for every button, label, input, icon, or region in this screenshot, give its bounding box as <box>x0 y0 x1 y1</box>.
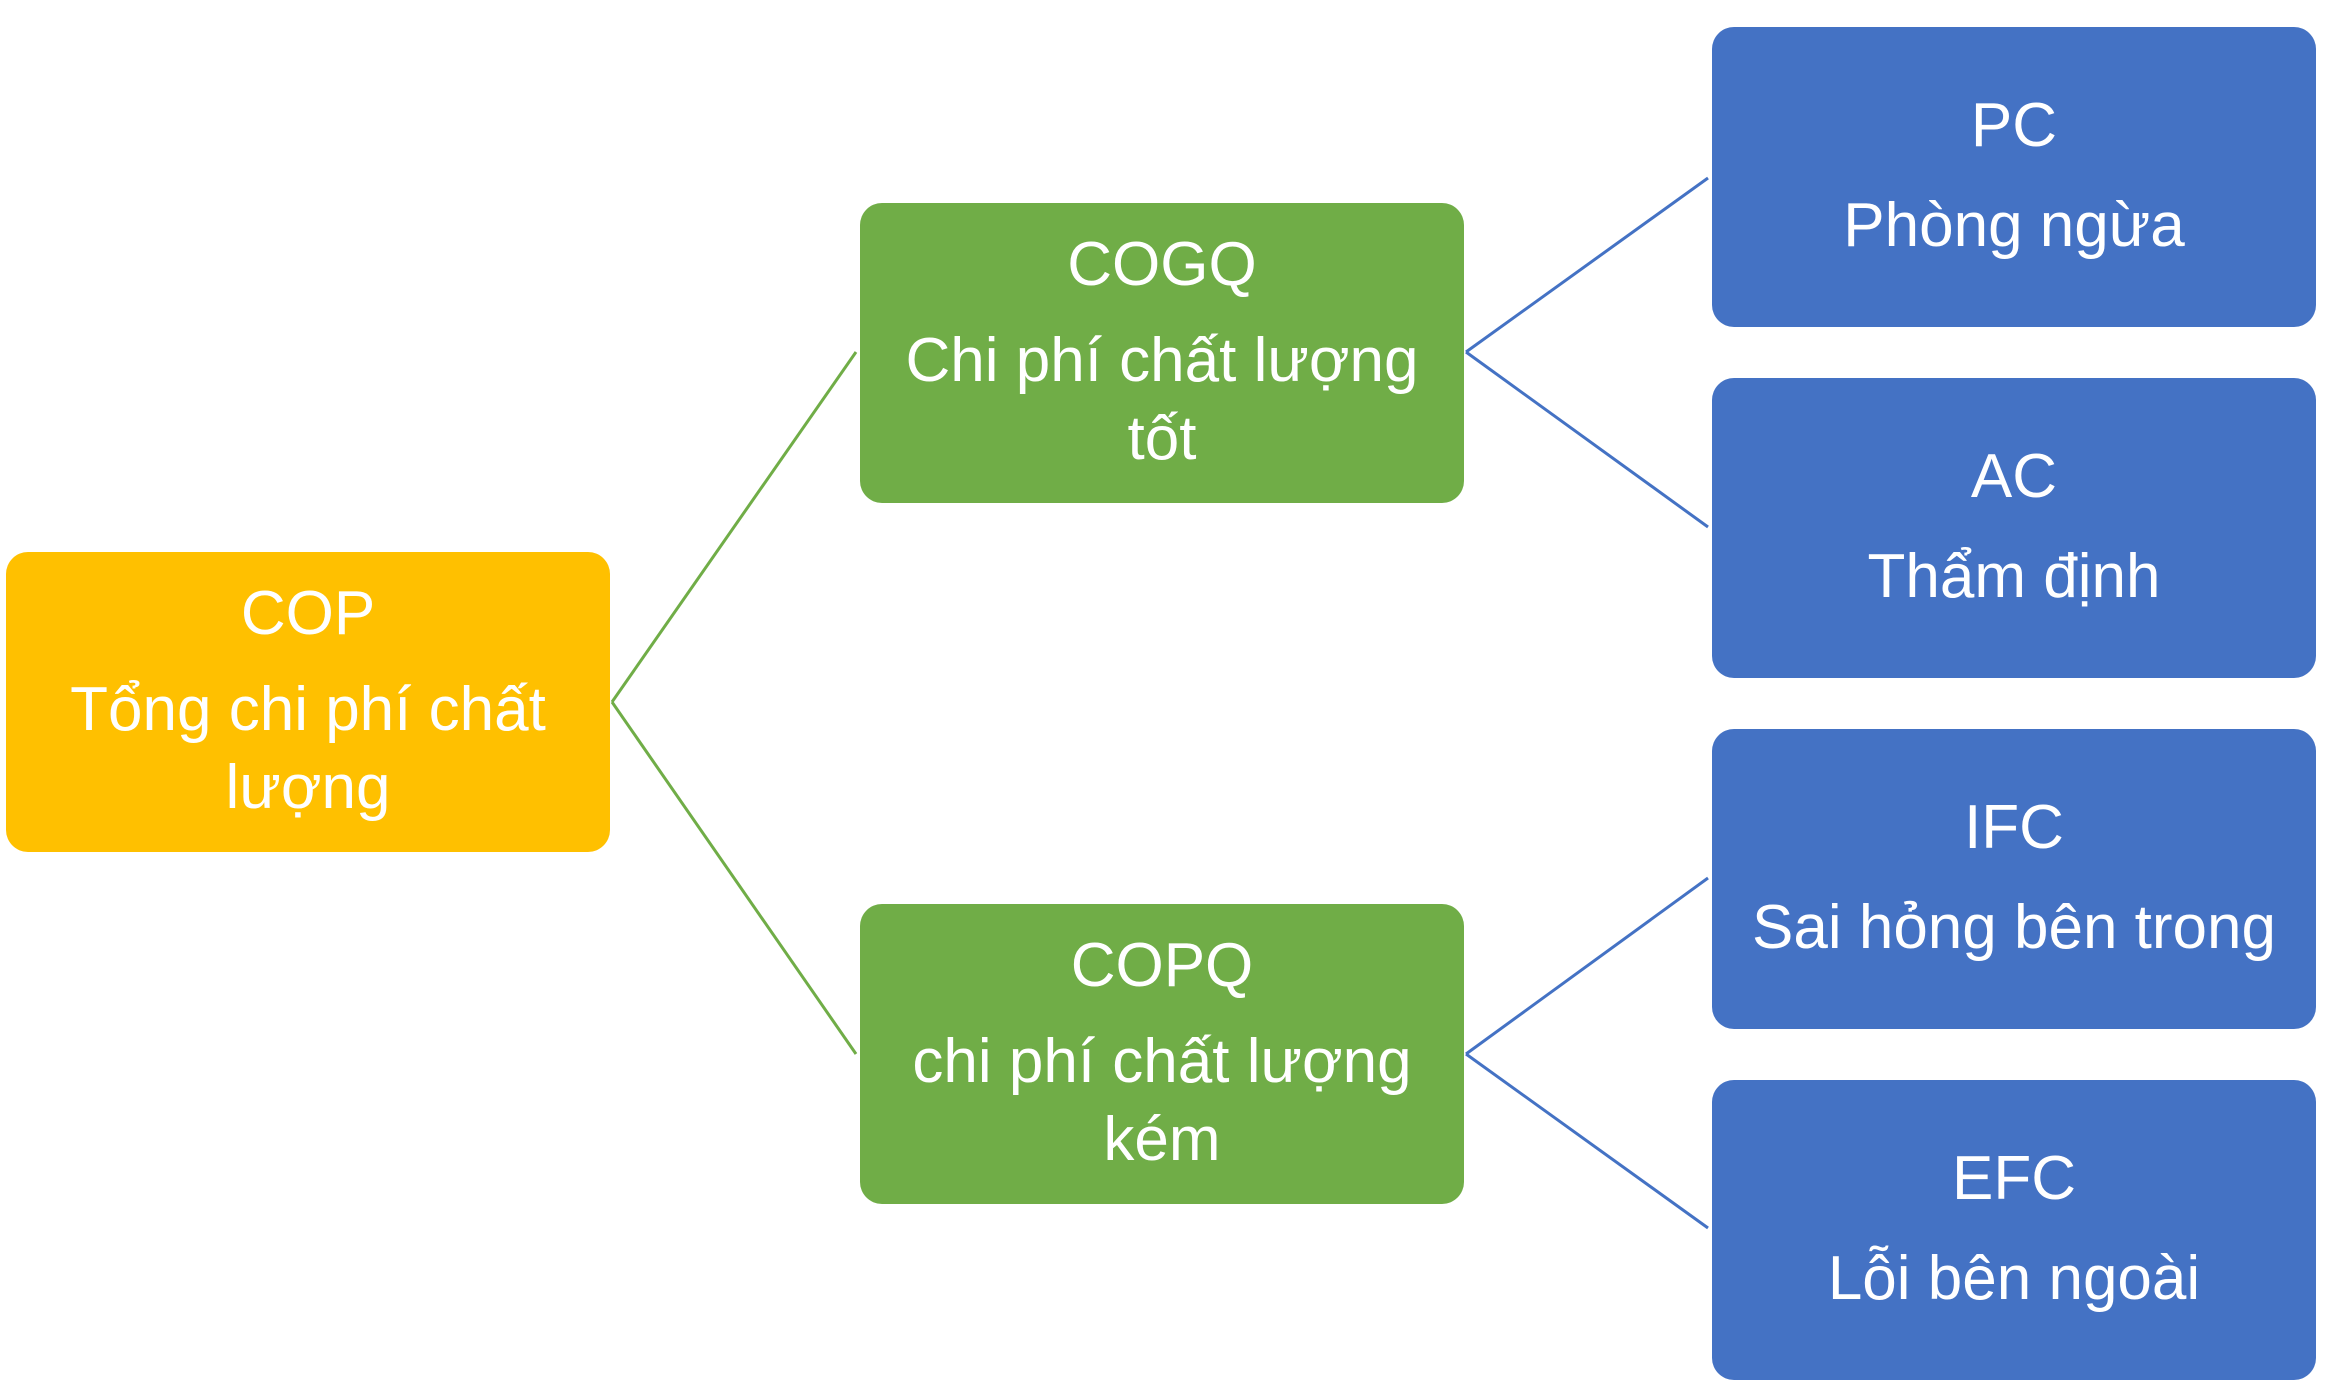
node-cop: COP Tổng chi phí chất lượng <box>6 552 610 852</box>
node-copq: COPQ chi phí chất lượng kém <box>860 904 1464 1204</box>
node-cogq-desc: Chi phí chất lượng tốt <box>905 326 1419 473</box>
connector-copq-ifc <box>1465 876 1709 1056</box>
node-ac-desc: Thẩm định <box>1867 541 2161 611</box>
connector-copq-efc <box>1465 1052 1709 1230</box>
node-ac: AC Thẩm định <box>1712 378 2316 678</box>
node-cop-desc: Tổng chi phí chất lượng <box>70 675 546 822</box>
node-efc-code: EFC <box>1952 1143 2076 1213</box>
node-ifc-code: IFC <box>1964 792 2064 862</box>
node-efc-desc: Lỗi bên ngoài <box>1827 1243 2201 1313</box>
node-efc: EFC Lỗi bên ngoài <box>1712 1080 2316 1380</box>
node-cogq: COGQ Chi phí chất lượng tốt <box>860 203 1464 503</box>
node-ifc-desc: Sai hỏng bên trong <box>1752 892 2276 962</box>
node-ifc: IFC Sai hỏng bên trong <box>1712 729 2316 1029</box>
node-pc: PC Phòng ngừa <box>1712 27 2316 327</box>
node-pc-desc: Phòng ngừa <box>1843 190 2185 260</box>
node-copq-code: COPQ <box>1070 930 1254 1000</box>
connector-cop-copq <box>610 701 858 1055</box>
node-cop-code: COP <box>240 578 376 648</box>
connector-cogq-pc <box>1465 176 1709 354</box>
connector-cogq-ac <box>1465 350 1709 529</box>
connector-cop-cogq <box>610 351 858 703</box>
node-copq-desc: chi phí chất lượng kém <box>912 1027 1412 1174</box>
node-ac-code: AC <box>1970 441 2058 511</box>
node-cogq-code: COGQ <box>1067 229 1257 299</box>
node-pc-code: PC <box>1970 90 2058 160</box>
